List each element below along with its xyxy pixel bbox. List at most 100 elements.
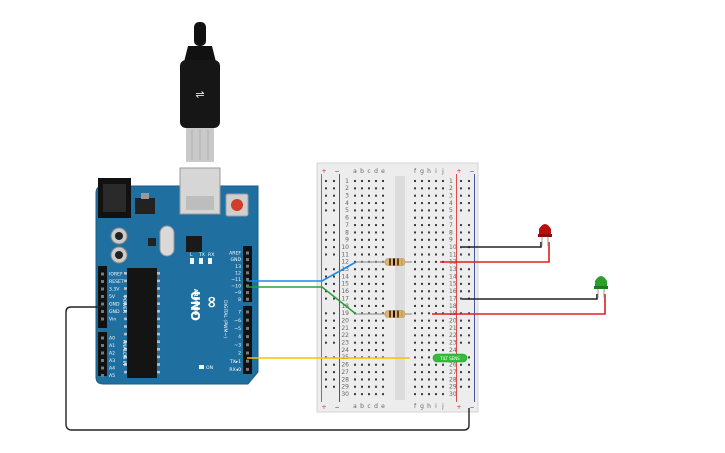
breadboard-hole[interactable] xyxy=(428,202,430,205)
breadboard-hole[interactable] xyxy=(428,371,430,374)
breadboard-hole[interactable] xyxy=(361,246,363,249)
breadboard-hole[interactable] xyxy=(368,319,370,322)
rail-hole[interactable] xyxy=(468,341,470,344)
digital-pin[interactable] xyxy=(246,351,249,355)
breadboard-hole[interactable] xyxy=(421,180,423,182)
breadboard-hole[interactable] xyxy=(375,363,377,366)
breadboard-hole[interactable] xyxy=(368,393,370,396)
breadboard-hole[interactable] xyxy=(354,297,356,300)
rail-hole[interactable] xyxy=(460,238,462,241)
rail-hole[interactable] xyxy=(468,378,470,381)
breadboard-hole[interactable] xyxy=(382,334,384,337)
breadboard-hole[interactable] xyxy=(442,238,444,241)
analog-pin[interactable] xyxy=(101,366,104,370)
rail-hole[interactable] xyxy=(325,253,327,256)
breadboard-hole[interactable] xyxy=(354,209,356,212)
rail-hole[interactable] xyxy=(468,327,470,329)
breadboard-hole[interactable] xyxy=(435,304,437,307)
breadboard-hole[interactable] xyxy=(414,216,416,219)
rail-hole[interactable] xyxy=(460,231,462,234)
breadboard-hole[interactable] xyxy=(354,194,356,197)
breadboard-hole[interactable] xyxy=(414,371,416,374)
breadboard-hole[interactable] xyxy=(435,385,437,388)
breadboard-hole[interactable] xyxy=(421,231,423,234)
breadboard-hole[interactable] xyxy=(421,319,423,322)
breadboard-hole[interactable] xyxy=(361,180,363,182)
rail-hole[interactable] xyxy=(468,356,470,359)
breadboard-hole[interactable] xyxy=(428,194,430,197)
breadboard-hole[interactable] xyxy=(442,268,444,271)
analog-pin[interactable] xyxy=(101,359,104,362)
breadboard-hole[interactable] xyxy=(428,268,430,271)
rail-hole[interactable] xyxy=(333,238,335,241)
breadboard-hole[interactable] xyxy=(435,349,437,352)
analog-pin[interactable] xyxy=(101,344,104,347)
breadboard-hole[interactable] xyxy=(421,260,423,263)
breadboard-hole[interactable] xyxy=(414,385,416,388)
breadboard-hole[interactable] xyxy=(368,312,370,315)
breadboard-hole[interactable] xyxy=(442,341,444,344)
breadboard-hole[interactable] xyxy=(375,385,377,388)
breadboard-hole[interactable] xyxy=(382,194,384,197)
breadboard-hole[interactable] xyxy=(354,304,356,307)
breadboard-hole[interactable] xyxy=(435,253,437,256)
breadboard-hole[interactable] xyxy=(361,238,363,241)
rail-hole[interactable] xyxy=(460,253,462,256)
breadboard-hole[interactable] xyxy=(361,253,363,256)
breadboard-hole[interactable] xyxy=(368,216,370,219)
breadboard-hole[interactable] xyxy=(354,341,356,344)
breadboard-hole[interactable] xyxy=(382,253,384,256)
breadboard-hole[interactable] xyxy=(414,253,416,256)
rail-hole[interactable] xyxy=(333,202,335,205)
rail-hole[interactable] xyxy=(460,224,462,227)
rail-hole[interactable] xyxy=(333,363,335,366)
breadboard-hole[interactable] xyxy=(368,290,370,293)
digital-pin[interactable] xyxy=(246,326,249,330)
breadboard-hole[interactable] xyxy=(368,194,370,197)
breadboard-hole[interactable] xyxy=(382,202,384,205)
breadboard-hole[interactable] xyxy=(421,363,423,366)
breadboard-hole[interactable] xyxy=(428,216,430,219)
breadboard-hole[interactable] xyxy=(428,187,430,190)
rail-hole[interactable] xyxy=(325,327,327,329)
rail-hole[interactable] xyxy=(460,334,462,337)
rail-hole[interactable] xyxy=(333,282,335,285)
rail-hole[interactable] xyxy=(333,327,335,329)
breadboard-hole[interactable] xyxy=(435,327,437,329)
rail-hole[interactable] xyxy=(325,341,327,344)
power-pin[interactable] xyxy=(101,280,104,283)
power-pin[interactable] xyxy=(101,302,104,306)
breadboard-hole[interactable] xyxy=(361,341,363,344)
breadboard-hole[interactable] xyxy=(354,334,356,337)
breadboard-hole[interactable] xyxy=(442,297,444,300)
breadboard-hole[interactable] xyxy=(368,304,370,307)
breadboard-hole[interactable] xyxy=(375,334,377,337)
breadboard-hole[interactable] xyxy=(375,216,377,219)
breadboard-hole[interactable] xyxy=(368,253,370,256)
rail-hole[interactable] xyxy=(468,202,470,205)
rail-hole[interactable] xyxy=(468,275,470,278)
breadboard-hole[interactable] xyxy=(421,297,423,300)
breadboard-hole[interactable] xyxy=(361,268,363,271)
breadboard-hole[interactable] xyxy=(354,363,356,366)
breadboard-hole[interactable] xyxy=(354,393,356,396)
rail-hole[interactable] xyxy=(460,378,462,381)
breadboard-hole[interactable] xyxy=(361,363,363,366)
rail-hole[interactable] xyxy=(325,268,327,271)
breadboard-hole[interactable] xyxy=(428,349,430,352)
rail-hole[interactable] xyxy=(460,363,462,366)
breadboard-hole[interactable] xyxy=(361,194,363,197)
breadboard-hole[interactable] xyxy=(435,231,437,234)
breadboard-hole[interactable] xyxy=(428,260,430,263)
breadboard-hole[interactable] xyxy=(382,349,384,352)
breadboard-hole[interactable] xyxy=(361,290,363,293)
breadboard-hole[interactable] xyxy=(361,231,363,234)
breadboard-hole[interactable] xyxy=(361,393,363,396)
breadboard-hole[interactable] xyxy=(368,224,370,227)
breadboard-hole[interactable] xyxy=(375,290,377,293)
rail-hole[interactable] xyxy=(325,297,327,300)
breadboard-hole[interactable] xyxy=(414,282,416,285)
breadboard-hole[interactable] xyxy=(428,209,430,212)
breadboard-hole[interactable] xyxy=(375,224,377,227)
